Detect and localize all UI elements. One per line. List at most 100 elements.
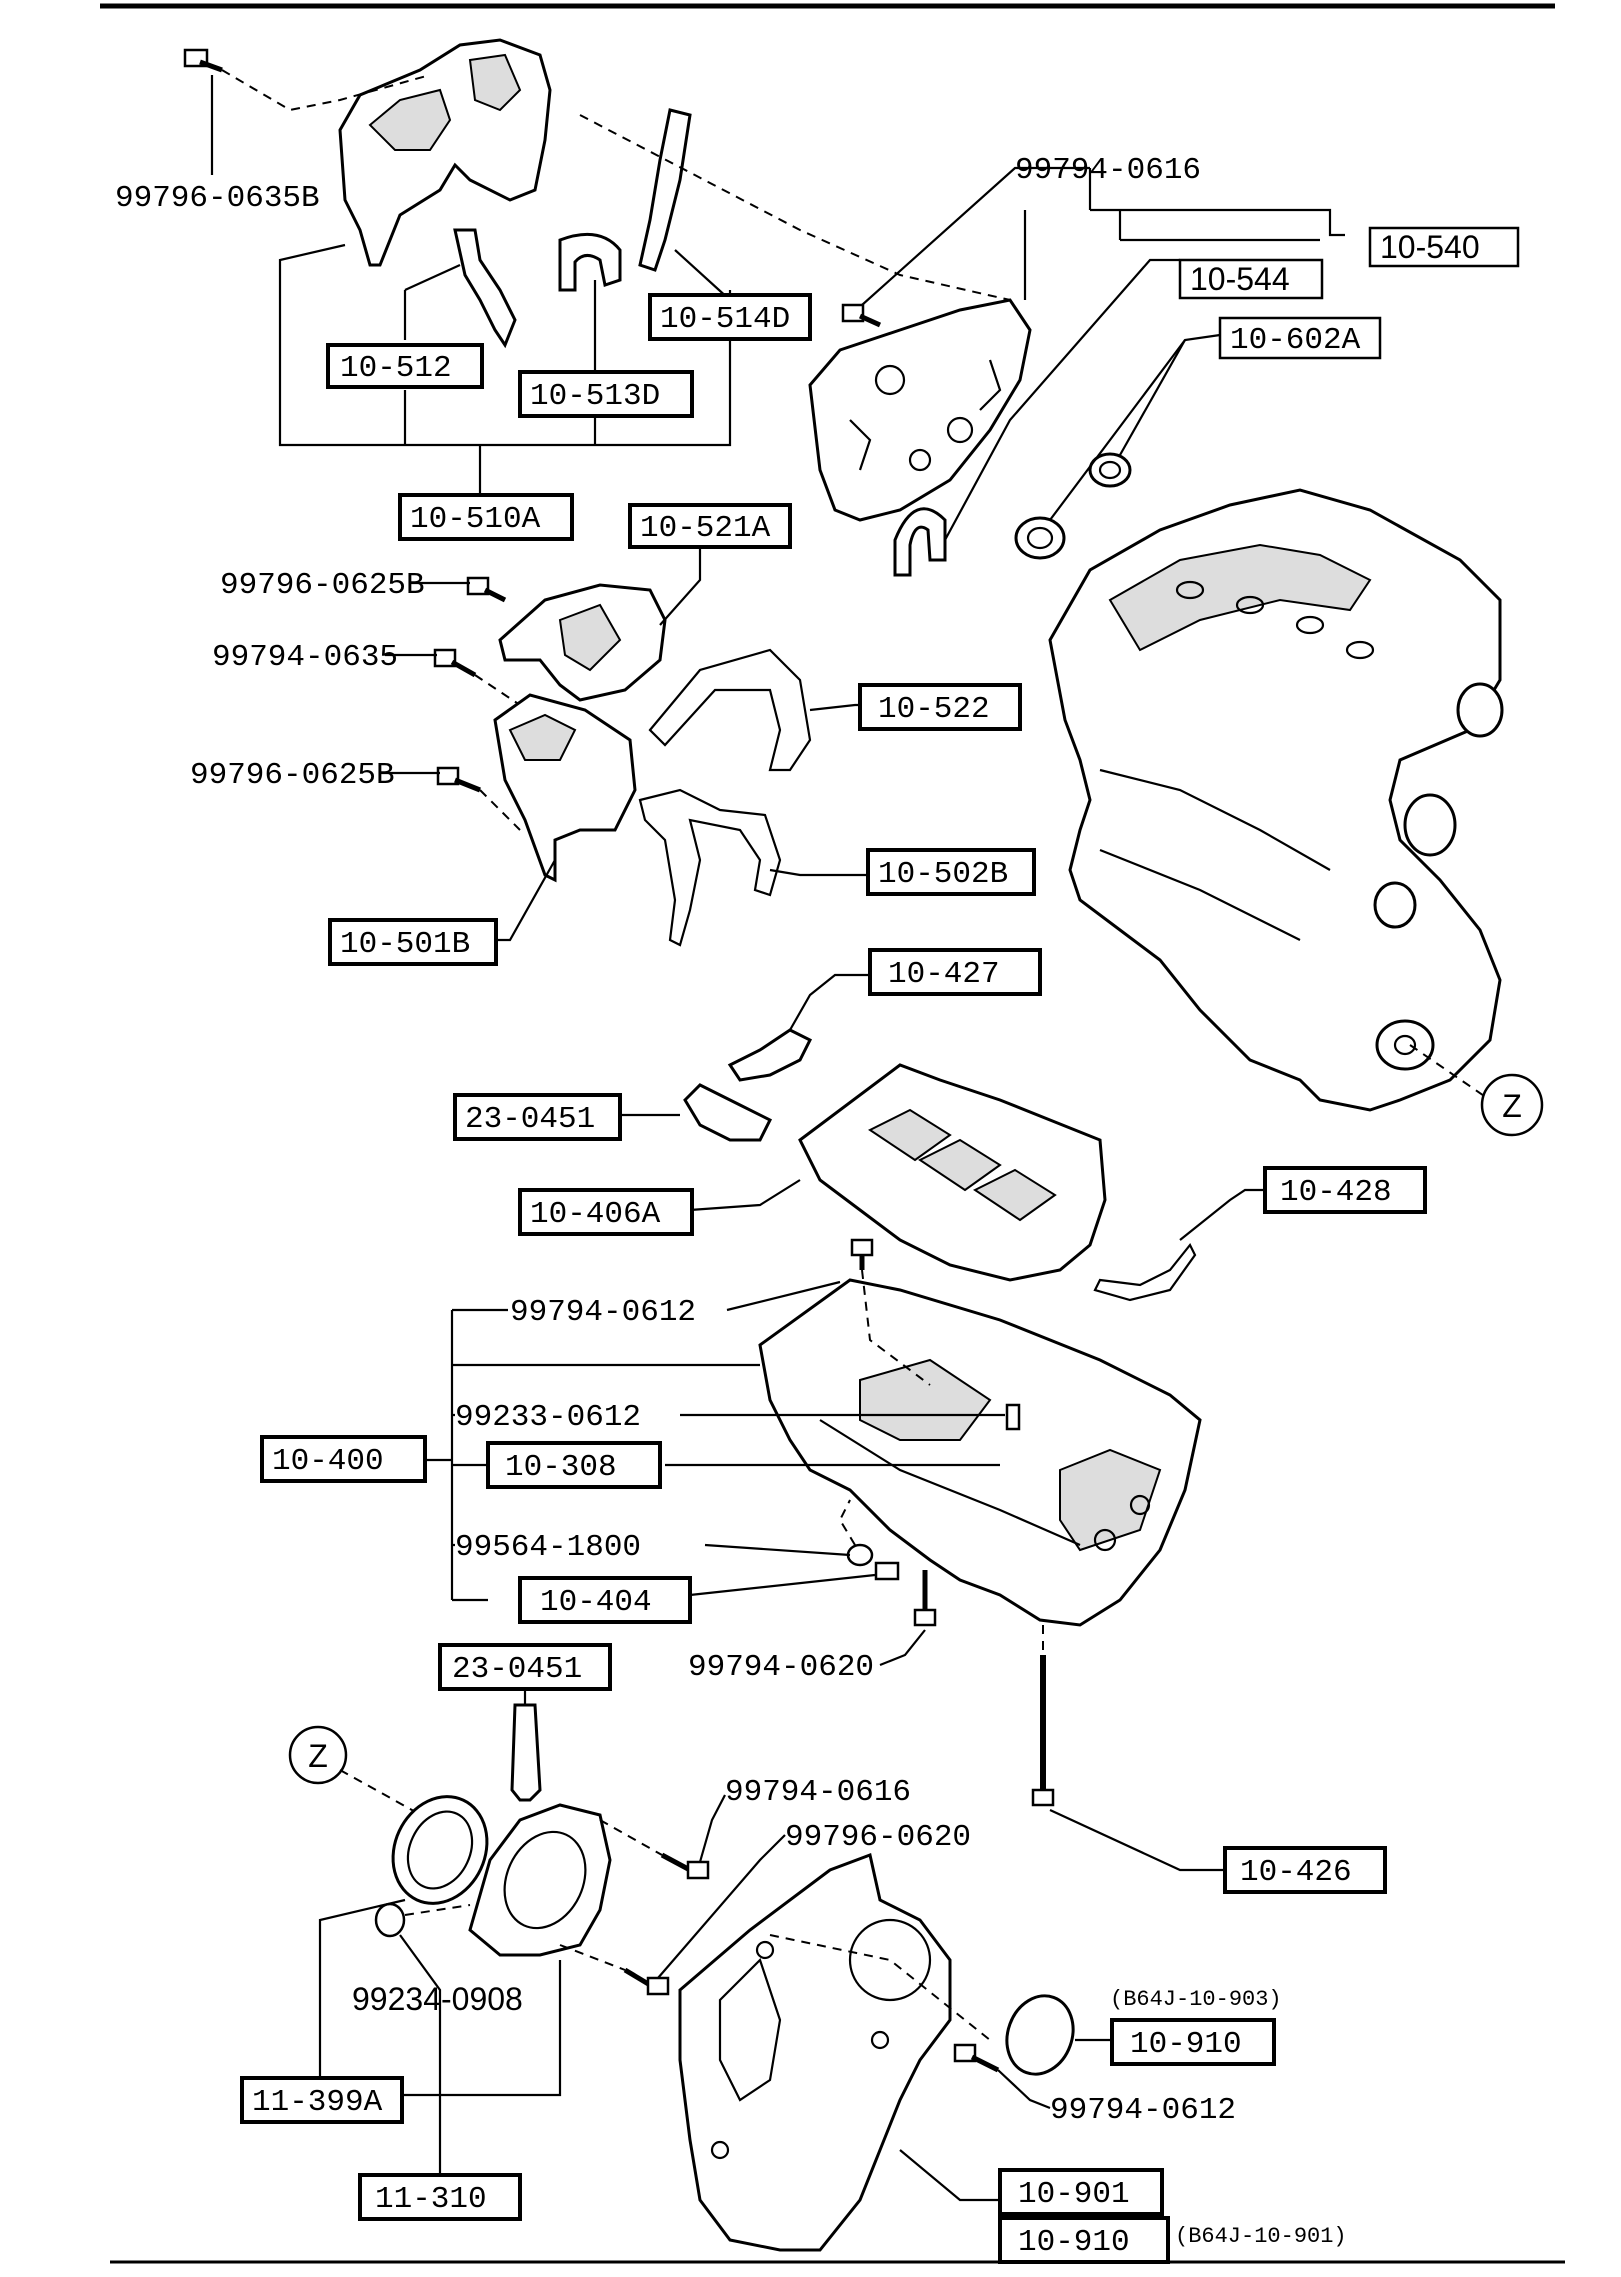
svg-text:23-0451: 23-0451 xyxy=(452,1652,582,1687)
box-23-0451-a: 23-0451 xyxy=(453,1093,622,1141)
svg-text:10-544: 10-544 xyxy=(1190,261,1290,297)
svg-text:10-522: 10-522 xyxy=(878,692,990,727)
box-10-510A: 10-510A xyxy=(398,493,574,541)
end-plate-10-901-part xyxy=(678,1852,952,2252)
tube-10-427-part xyxy=(727,1028,813,1082)
label-99794-0620: 99794-0620 xyxy=(688,1650,874,1685)
label-99794-0635: 99794-0635 xyxy=(212,640,398,675)
box-10-514D: 10-514D xyxy=(648,293,812,341)
box-10-602A: 10-602A xyxy=(1218,316,1382,360)
tube-23-0451-b-part xyxy=(510,1703,542,1802)
note-b64j-10-903: (B64J-10-903) xyxy=(1110,1987,1282,2012)
svg-text:10-426: 10-426 xyxy=(1240,1855,1352,1890)
note-b64j-10-901: (B64J-10-901) xyxy=(1175,2224,1347,2249)
seal-10-544-part xyxy=(893,507,947,577)
box-10-426: 10-426 xyxy=(1223,1846,1387,1894)
svg-text:10-513D: 10-513D xyxy=(530,379,660,414)
bolt-99794-0612-b-icon xyxy=(953,2043,1000,2073)
box-10-522: 10-522 xyxy=(858,683,1022,731)
cover-plate-10-540-part xyxy=(808,298,1032,522)
bolt-99794-0616-bot-icon xyxy=(660,1852,710,1880)
label-99794-0612-b: 99794-0612 xyxy=(1050,2093,1236,2128)
bolt-99794-0616-top-icon xyxy=(841,303,882,328)
box-11-399A: 11-399A xyxy=(240,2076,404,2124)
box-10-910-a: 10-910 xyxy=(1110,2018,1276,2066)
baffle-plate-10-406A-part xyxy=(798,1063,1107,1282)
tube-10-428-part xyxy=(1093,1242,1197,1302)
seal-housing-11-310-part xyxy=(468,1803,612,1957)
svg-text:10-512: 10-512 xyxy=(340,351,452,386)
bolt-99796-0635B-icon xyxy=(183,48,223,73)
oil-seal-10-602A-b-icon xyxy=(1088,452,1132,488)
timing-cover-upper xyxy=(338,38,552,267)
lower-cover-10-521A-part xyxy=(498,583,667,702)
box-10-427: 10-427 xyxy=(868,948,1042,996)
svg-text:11-310: 11-310 xyxy=(375,2182,487,2217)
label-99794-0616-top: 99794-0616 xyxy=(1015,153,1201,188)
label-99564-1800: 99564-1800 xyxy=(455,1530,641,1565)
stud-10-426-icon xyxy=(1031,1655,1055,1807)
bolt-99794-0612-a-icon xyxy=(850,1238,874,1270)
rear-oil-seal-11-399A-part xyxy=(391,1795,489,1905)
label-99234-0908: 99234-0908 xyxy=(352,1981,523,2017)
spacer-10-512-part xyxy=(453,228,517,349)
box-10-544: 10-544 xyxy=(1178,258,1324,300)
svg-text:23-0451: 23-0451 xyxy=(465,1102,595,1137)
ref-z-bottom: Z xyxy=(308,1738,328,1774)
box-10-428: 10-428 xyxy=(1263,1166,1427,1214)
reference-z-bottom-icon: Z xyxy=(288,1725,348,1785)
svg-text:10-901: 10-901 xyxy=(1018,2177,1130,2212)
svg-text:10-910: 10-910 xyxy=(1130,2027,1242,2062)
seal-10-513D-part xyxy=(558,232,622,292)
dowel-99233-0612-icon xyxy=(1005,1403,1021,1431)
bolt-99794-0620-a-icon xyxy=(913,1570,937,1627)
box-10-308: 10-308 xyxy=(486,1441,662,1489)
box-10-400: 10-400 xyxy=(260,1435,427,1483)
svg-text:10-406A: 10-406A xyxy=(530,1197,661,1232)
svg-text:10-540: 10-540 xyxy=(1380,229,1480,265)
box-10-910-b: 10-910 xyxy=(998,2216,1170,2264)
washer-99564-1800-icon xyxy=(846,1543,874,1567)
box-10-512: 10-512 xyxy=(326,343,484,389)
label-99794-0612-a: 99794-0612 xyxy=(510,1295,696,1330)
svg-text:10-602A: 10-602A xyxy=(1230,323,1361,358)
dowel-99234-0908-icon xyxy=(374,1902,406,1938)
svg-text:10-404: 10-404 xyxy=(540,1585,652,1620)
svg-text:10-501B: 10-501B xyxy=(340,927,470,962)
box-23-0451-b: 23-0451 xyxy=(438,1643,612,1691)
svg-text:11-399A: 11-399A xyxy=(252,2085,383,2120)
oil-seal-10-602A-a-icon xyxy=(1014,516,1066,560)
svg-text:10-400: 10-400 xyxy=(272,1444,384,1479)
box-10-404: 10-404 xyxy=(518,1576,692,1624)
ref-z-top: Z xyxy=(1502,1088,1522,1124)
box-10-513D: 10-513D xyxy=(518,370,694,418)
box-10-501B: 10-501B xyxy=(328,918,498,966)
box-10-540: 10-540 xyxy=(1368,226,1520,268)
oil-pan-10-400-part xyxy=(758,1278,1202,1627)
seal-10-514D-part xyxy=(638,108,692,272)
strainer-23-0451-part xyxy=(683,1083,773,1142)
svg-text:10-428: 10-428 xyxy=(1280,1175,1392,1210)
box-10-406A: 10-406A xyxy=(518,1188,694,1236)
label-99794-0616-bot: 99794-0616 xyxy=(725,1775,911,1810)
label-99796-0635B: 99796-0635B xyxy=(115,181,320,216)
gasket-10-522-part xyxy=(648,648,812,772)
gasket-10-502B-part xyxy=(638,788,782,947)
svg-text:10-502B: 10-502B xyxy=(878,857,1008,892)
cover-10-910-a-icon xyxy=(1005,1994,1075,2076)
box-10-901: 10-901 xyxy=(998,2168,1164,2216)
svg-text:10-910: 10-910 xyxy=(1018,2225,1130,2260)
box-11-310: 11-310 xyxy=(358,2173,522,2221)
svg-text:10-427: 10-427 xyxy=(888,957,1000,992)
svg-text:10-521A: 10-521A xyxy=(640,511,771,546)
bolt-99796-0625B-b-icon xyxy=(436,766,481,793)
box-10-502B: 10-502B xyxy=(866,848,1036,896)
label-99233-0612: 99233-0612 xyxy=(455,1400,641,1435)
bolt-99796-0625B-a-icon xyxy=(466,576,507,603)
reference-z-top-icon: Z xyxy=(1480,1073,1544,1137)
label-99796-0625B-b: 99796-0625B xyxy=(190,758,395,793)
label-99796-0625B-a: 99796-0625B xyxy=(220,568,425,603)
bolt-99794-0635-icon xyxy=(433,648,477,678)
lower-cover-10-501B-part xyxy=(493,693,637,883)
